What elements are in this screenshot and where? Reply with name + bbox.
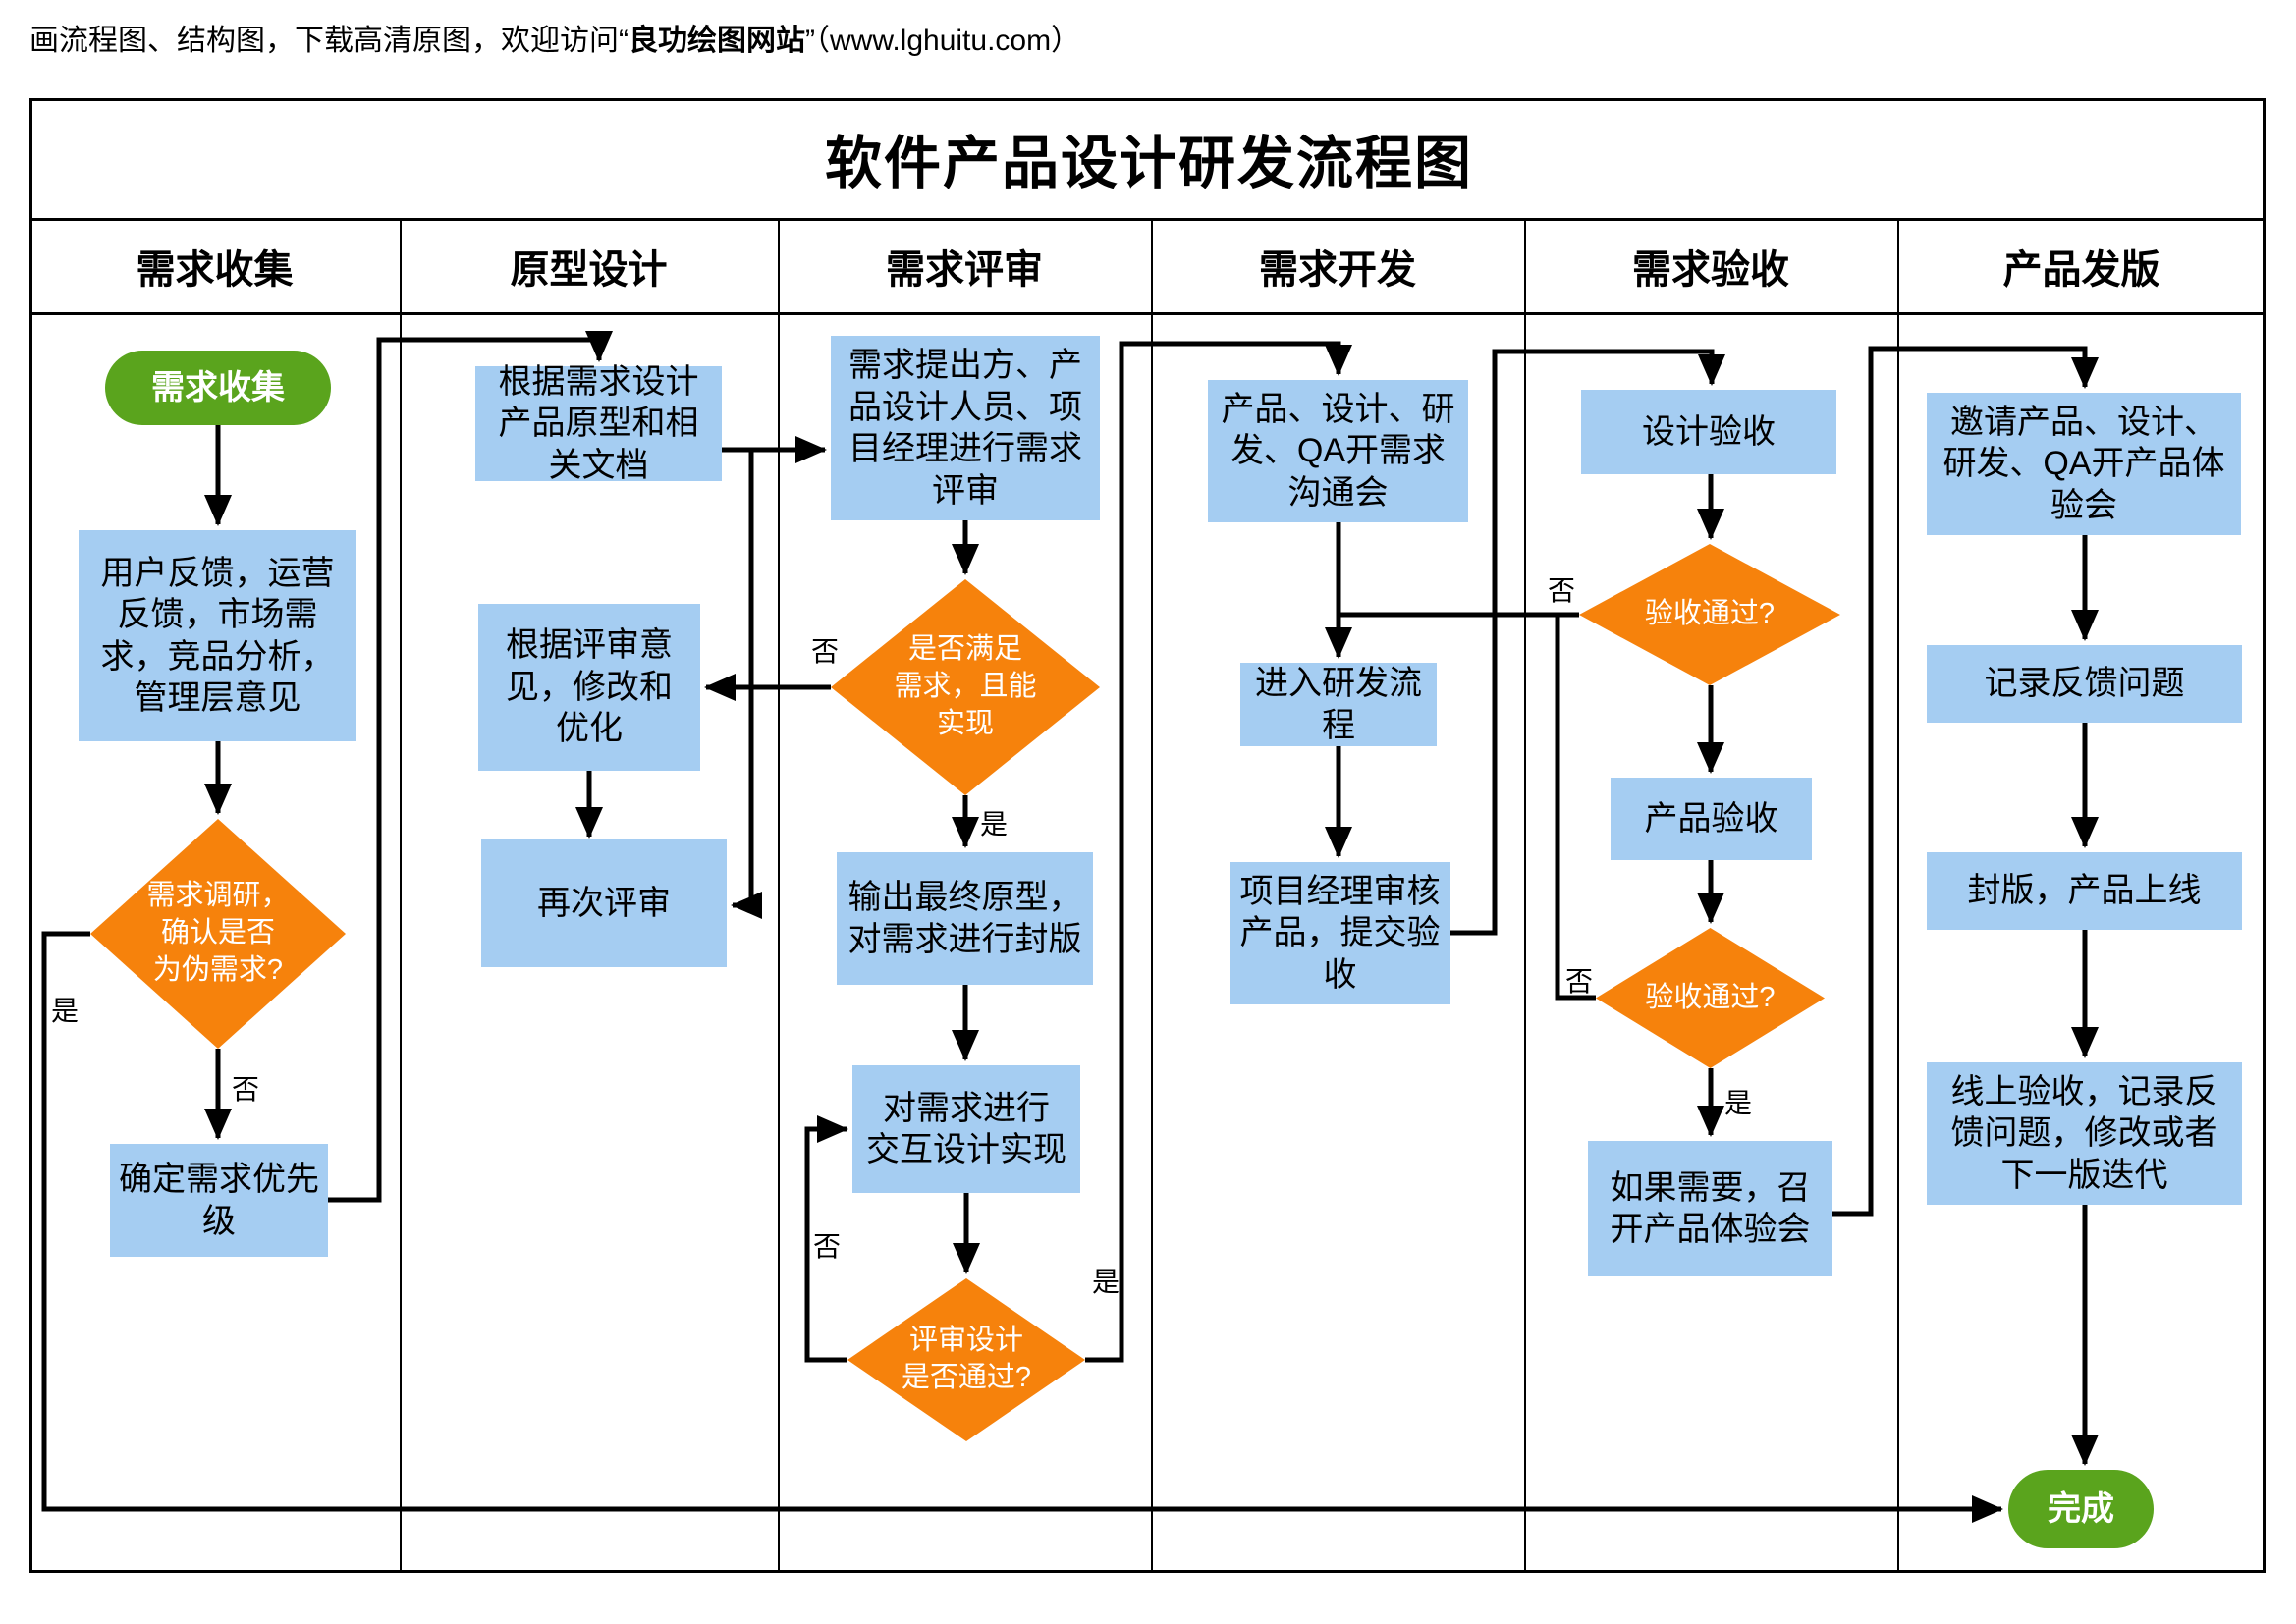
lane-header-requirements-development: 需求开发 xyxy=(1259,248,1416,292)
node-design-prototype: 根据需求设计 产品原型和相 关文档 xyxy=(475,363,722,484)
column-divider-5 xyxy=(1897,218,1899,1573)
header-row-divider xyxy=(29,312,2266,315)
node-start: 需求收集 xyxy=(105,351,331,425)
column-divider-3 xyxy=(1151,218,1153,1573)
title-row-divider xyxy=(29,218,2266,221)
label-no-acceptance-1: 否 xyxy=(1548,575,1576,606)
label-yes-research: 是 xyxy=(51,996,80,1026)
edge-experience-to-invite xyxy=(1832,346,2099,1217)
node-pm-review-submit: 项目经理审核 产品，提交验 收 xyxy=(1230,862,1450,1004)
edge-design-review-no-loop xyxy=(804,1115,848,1363)
node-design-acceptance: 设计验收 xyxy=(1581,390,1836,474)
node-online-acceptance: 线上验收，记录反 馈问题，修改或者 下一版迭代 xyxy=(1927,1062,2242,1205)
credit-line: 画流程图、结构图，下载高清原图，欢迎访问“良功绘图网站”（www.lghuitu… xyxy=(29,16,1080,59)
node-feedback-sources: 用户反馈，运营 反馈，市场需 求，竞品分析， 管理层意见 xyxy=(79,530,356,741)
edge-research-yes-to-complete xyxy=(41,931,2003,1524)
edge-design-review-yes-to-kickoff xyxy=(1085,341,1352,1363)
label-yes-meets-needs: 是 xyxy=(980,809,1009,839)
node-enter-dev: 进入研发流 程 xyxy=(1240,663,1437,746)
page-title: 软件产品设计研发流程图 xyxy=(824,132,1473,195)
lane-header-requirements-acceptance: 需求验收 xyxy=(1632,248,1789,292)
credit-site-name: 良功绘图网站 xyxy=(629,25,805,57)
edge-prioritize-to-design-prototype xyxy=(328,331,613,1203)
node-prioritize: 确定需求优先 级 xyxy=(110,1144,328,1257)
edge-branch-to-re-review xyxy=(731,450,762,919)
node-kickoff-meeting: 产品、设计、研 发、QA开需求 沟通会 xyxy=(1208,380,1468,522)
lane-header-requirements-review: 需求评审 xyxy=(886,248,1043,292)
credit-prefix: 画流程图、结构图，下载高清原图，欢迎访问“ xyxy=(29,25,629,57)
column-divider-2 xyxy=(778,218,780,1573)
node-revise-optimize: 根据评审意 见，修改和 优化 xyxy=(478,604,700,771)
node-complete: 完成 xyxy=(2008,1470,2154,1548)
label-no-research: 否 xyxy=(232,1074,260,1105)
node-invite-experience: 邀请产品、设计、 研发、QA开产品体 验会 xyxy=(1927,393,2241,535)
node-experience-meeting: 如果需要，召 开产品体验会 xyxy=(1588,1141,1832,1276)
lane-header-prototype-design: 原型设计 xyxy=(510,248,668,292)
credit-suffix: ”（www.lghuitu.com） xyxy=(805,25,1081,57)
node-product-acceptance: 产品验收 xyxy=(1611,778,1812,860)
column-divider-4 xyxy=(1524,218,1526,1573)
label-no-meets-needs: 否 xyxy=(811,636,840,667)
table-border xyxy=(29,98,2266,1573)
lane-header-requirements-collection: 需求收集 xyxy=(136,248,294,292)
lane-header-product-release: 产品发版 xyxy=(2002,248,2160,292)
label-yes-design-review: 是 xyxy=(1092,1267,1121,1297)
edge-acceptance2-no-return xyxy=(1555,617,1596,1001)
node-re-review: 再次评审 xyxy=(481,839,727,967)
node-freeze-launch: 封版，产品上线 xyxy=(1927,852,2242,930)
label-yes-acceptance-2: 是 xyxy=(1724,1088,1753,1118)
node-record-feedback: 记录反馈问题 xyxy=(1927,645,2242,723)
node-interaction-design: 对需求进行 交互设计实现 xyxy=(852,1065,1080,1193)
edge-pm-review-to-design-acceptance xyxy=(1450,349,1725,936)
label-no-design-review: 否 xyxy=(813,1231,842,1262)
label-no-acceptance-2: 否 xyxy=(1565,966,1594,997)
column-divider-1 xyxy=(400,218,402,1573)
node-review-meeting: 需求提出方、产 品设计人员、项 目经理进行需求 评审 xyxy=(831,336,1100,520)
node-final-prototype: 输出最终原型， 对需求进行封版 xyxy=(837,852,1093,985)
